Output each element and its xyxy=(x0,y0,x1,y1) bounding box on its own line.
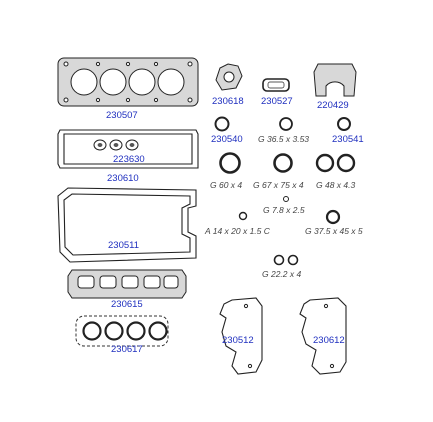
spec-a14-label: A 14 x 20 x 1.5 C xyxy=(204,226,271,236)
ring-g48b-drawing xyxy=(336,153,356,173)
oring-right-code: 230541 xyxy=(332,134,364,145)
spec-g37-label: G 37.5 x 45 x 5 xyxy=(305,226,363,236)
front-cover-right-drawing xyxy=(299,297,347,375)
spec-g48-label: G 48 x 4.3 xyxy=(316,180,355,190)
small-flange-code: 230618 xyxy=(212,96,244,107)
rings-set-code: 230617 xyxy=(111,344,143,355)
valve-seals-drawing xyxy=(93,139,139,151)
spec-g22-label: G 22.2 x 4 xyxy=(262,269,301,279)
rings-set-drawing xyxy=(75,315,169,347)
front-cover-left-drawing xyxy=(219,297,263,375)
oring-g7-drawing xyxy=(283,196,289,202)
oring-g22b-drawing xyxy=(287,254,299,266)
ring-g48a-drawing xyxy=(315,153,335,173)
cover-gasket-drawing xyxy=(57,129,199,169)
ring-g67-drawing xyxy=(273,153,293,173)
oval-gasket-drawing xyxy=(262,78,290,92)
oring-g22a-drawing xyxy=(273,254,285,266)
head-gasket-code: 230507 xyxy=(106,110,138,121)
head-gasket-drawing xyxy=(57,57,199,107)
oring-mid-drawing xyxy=(279,117,293,131)
rear-seal-code: 220429 xyxy=(317,100,349,111)
valve-seals-code: 223630 xyxy=(113,154,145,165)
cover-gasket-code: 230610 xyxy=(107,173,139,184)
spec-g60-label: G 60 x 4 xyxy=(210,180,242,190)
spec-g36-label: G 36.5 x 3.53 xyxy=(258,134,309,144)
spec-g67-label: G 67 x 75 x 4 xyxy=(253,180,304,190)
small-flange-drawing xyxy=(215,63,243,91)
ring-g37-drawing xyxy=(325,209,341,225)
oring-left-code: 230540 xyxy=(211,134,243,145)
washer-a14-drawing xyxy=(238,211,248,221)
front-cover-left-code: 230512 xyxy=(222,335,254,346)
manifold-gasket-drawing xyxy=(67,269,187,299)
manifold-gasket-code: 230615 xyxy=(111,299,143,310)
oil-pan-gasket-drawing xyxy=(57,187,197,263)
front-cover-right-code: 230612 xyxy=(313,335,345,346)
spec-g7-label: G 7.8 x 2.5 xyxy=(263,205,305,215)
oring-right-drawing xyxy=(337,117,351,131)
oval-gasket-code: 230527 xyxy=(261,96,293,107)
oil-pan-gasket-code: 230511 xyxy=(108,240,139,251)
rear-seal-drawing xyxy=(313,63,357,97)
ring-g60-drawing xyxy=(219,152,241,174)
oring-left-drawing xyxy=(214,116,230,132)
